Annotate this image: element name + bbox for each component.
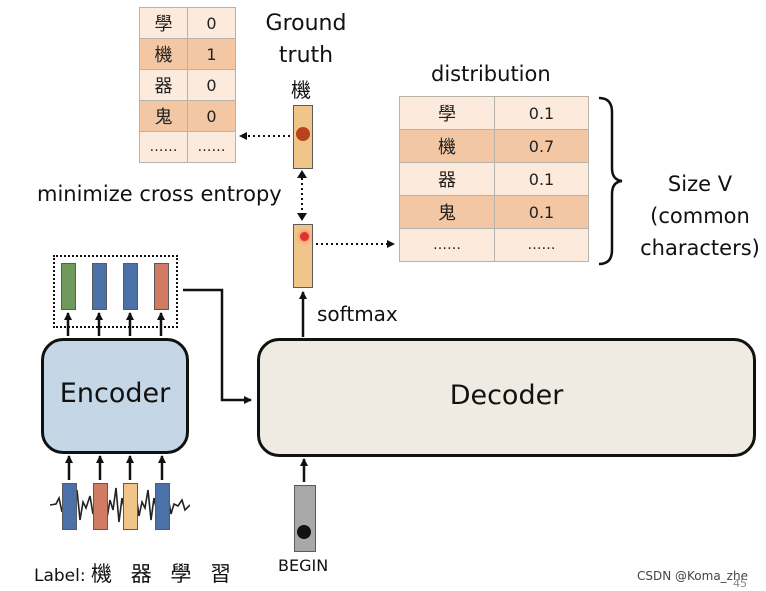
input-vector — [62, 483, 77, 530]
gt-token-cell: 機 — [139, 38, 188, 70]
size-v-line3: characters) — [640, 236, 760, 260]
distribution-title: distribution — [431, 62, 551, 86]
input-vector — [123, 483, 138, 530]
encoder-label: Encoder — [59, 378, 171, 409]
gt-token-cell: 鬼 — [139, 100, 188, 132]
dist-value-cell: 0.1 — [494, 162, 589, 196]
input-vector — [93, 483, 108, 530]
label-text: Label: 機 器 學 習 — [34, 558, 237, 588]
ground-truth-title: Ground truth — [256, 8, 356, 72]
gt-value-cell: …… — [187, 131, 236, 163]
table-row: …… …… — [399, 228, 589, 262]
softmax-label: softmax — [317, 302, 398, 326]
begin-label: BEGIN — [278, 556, 329, 575]
table-row: 器 0.1 — [399, 162, 589, 196]
dist-token-cell: 器 — [399, 162, 495, 196]
table-row: 學 0.1 — [399, 96, 589, 130]
encoder-output-vector — [61, 263, 76, 310]
dist-token-cell: 機 — [399, 129, 495, 163]
label-prefix: Label: — [34, 566, 86, 586]
table-row: 器 0 — [139, 69, 236, 101]
decoder-block — [257, 338, 756, 457]
encoder-output-vector — [92, 263, 107, 310]
dist-value-cell: …… — [494, 228, 589, 262]
decoder-label: Decoder — [449, 380, 564, 411]
gt-token-cell: 學 — [139, 7, 188, 39]
minimize-cross-entropy-label: minimize cross entropy — [37, 182, 282, 206]
encoder-block — [41, 338, 189, 454]
ground-truth-title-line2: truth — [278, 43, 334, 68]
encoder-output-vector — [154, 263, 169, 310]
table-row: 機 1 — [139, 38, 236, 70]
distribution-table: 學 0.1 機 0.7 器 0.1 鬼 0.1 …… …… — [399, 96, 589, 262]
table-row: 機 0.7 — [399, 129, 589, 163]
input-vector — [155, 483, 170, 530]
size-v-label: Size V (common characters) — [636, 168, 764, 264]
dist-token-cell: 學 — [399, 96, 495, 130]
gt-token-cell: 器 — [139, 69, 188, 101]
begin-dot-icon — [297, 525, 311, 539]
table-row: …… …… — [139, 131, 236, 163]
encoder-output-vector — [123, 263, 138, 310]
table-row: 鬼 0.1 — [399, 195, 589, 229]
output-dot-icon — [300, 232, 309, 241]
watermark: CSDN @Koma_zhe — [637, 569, 748, 583]
gt-value-cell: 0 — [187, 69, 236, 101]
dist-value-cell: 0.7 — [494, 129, 589, 163]
page-number: 45 — [733, 577, 747, 590]
ground-truth-table: 學 0 機 1 器 0 鬼 0 …… …… — [139, 7, 236, 163]
ground-truth-dot-icon — [296, 127, 310, 141]
ground-truth-char: 機 — [291, 78, 311, 102]
size-v-line1: Size V — [667, 172, 733, 196]
gt-value-cell: 0 — [187, 100, 236, 132]
size-v-brace — [598, 96, 623, 266]
encoder-output-box — [53, 255, 178, 328]
size-v-line2: (common — [650, 204, 750, 228]
table-row: 鬼 0 — [139, 100, 236, 132]
encoder-to-decoder-arrow — [183, 288, 252, 404]
decoder-output-vector — [293, 224, 313, 288]
dist-value-cell: 0.1 — [494, 195, 589, 229]
dist-token-cell: 鬼 — [399, 195, 495, 229]
label-chars: 機 器 學 習 — [91, 562, 238, 586]
ground-truth-title-line1: Ground — [265, 11, 347, 36]
gt-value-cell: 1 — [187, 38, 236, 70]
table-row: 學 0 — [139, 7, 236, 39]
